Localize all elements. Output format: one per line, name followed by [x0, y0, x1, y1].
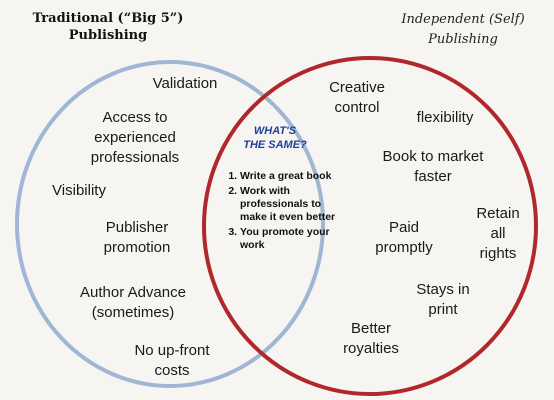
independent-title: Independent (Self) Publishing	[401, 12, 525, 47]
trad-item-promotion: Publisher promotion	[103, 219, 171, 256]
same-title: WHAT'S THE SAME?	[243, 125, 307, 151]
same-item: You promote your work	[240, 226, 340, 252]
indie-item-stays-in-print: Stays in print	[416, 281, 470, 318]
same-item: Write a great book	[240, 170, 340, 183]
trad-item-costs: No up-front costs	[134, 342, 210, 379]
traditional-circle	[15, 60, 325, 388]
indie-item-retain-rights: Retain all rights	[476, 205, 520, 262]
trad-item-validation: Validation	[152, 75, 218, 92]
independent-circle	[202, 56, 538, 396]
same-list: Write a great book Work with professiona…	[222, 170, 340, 254]
indie-item-book-to-market: Book to market faster	[382, 148, 484, 185]
trad-item-advance: Author Advance (sometimes)	[80, 284, 186, 321]
same-item: Work with professionals to make it even …	[240, 185, 340, 224]
indie-item-creative-control: Creative control	[329, 79, 385, 116]
indie-item-flexibility: flexibility	[416, 109, 474, 126]
indie-item-royalties: Better royalties	[343, 320, 399, 357]
traditional-title: Traditional (“Big 5”) Publishing	[32, 11, 184, 43]
trad-item-visibility: Visibility	[52, 182, 106, 199]
trad-item-access: Access to experienced professionals	[90, 109, 180, 166]
indie-item-paid: Paid promptly	[375, 219, 433, 256]
